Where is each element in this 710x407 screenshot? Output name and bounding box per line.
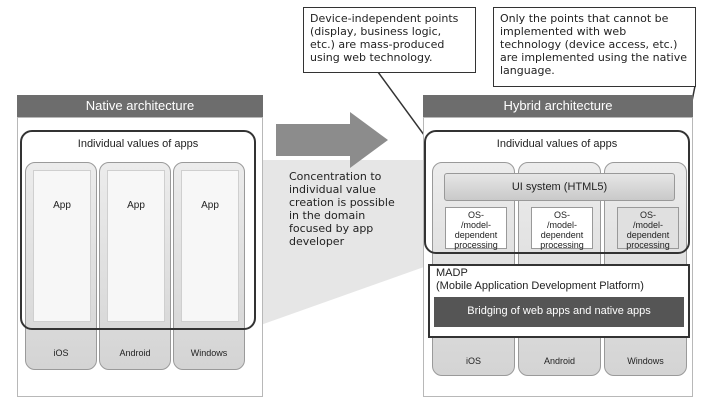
funnel-shape	[255, 160, 438, 327]
hybrid-values-frame	[424, 130, 690, 254]
platform-label-android: Android	[543, 356, 576, 366]
madp-subtitle: (Mobile Application Development Platform…	[436, 280, 644, 292]
os-label-ios: iOS	[53, 348, 69, 358]
os-processing-box: OS- /model- dependent processing	[445, 207, 507, 250]
madp-title: MADP	[436, 267, 468, 279]
app-label: App	[127, 200, 145, 211]
os-label-windows: Windows	[190, 348, 228, 358]
callout-device-independent: Device-independent points (display, busi…	[303, 7, 476, 73]
platform-label-ios: iOS	[465, 356, 481, 366]
hybrid-values-label: Individual values of apps	[496, 138, 618, 150]
concentration-note: Concentration to individual value creati…	[289, 170, 395, 248]
bridging-bar: Bridging of web apps and native apps	[434, 297, 684, 327]
native-values-frame	[20, 130, 256, 330]
transition-arrow	[276, 112, 388, 168]
os-processing-box: OS- /model- dependent processing	[617, 207, 679, 250]
hybrid-header: Hybrid architecture	[423, 95, 693, 117]
os-label-android: Android	[119, 348, 151, 358]
callout-native-language: Only the points that cannot be implement…	[493, 7, 696, 87]
native-values-label: Individual values of apps	[77, 138, 199, 150]
os-processing-box: OS- /model- dependent processing	[531, 207, 593, 250]
native-app-box	[33, 170, 91, 322]
app-label: App	[53, 200, 71, 211]
native-app-box	[107, 170, 165, 322]
app-label: App	[201, 200, 219, 211]
ui-system-bar: UI system (HTML5)	[444, 173, 675, 201]
platform-label-windows: Windows	[627, 356, 664, 366]
native-header: Native architecture	[17, 95, 263, 117]
native-app-box	[181, 170, 239, 322]
